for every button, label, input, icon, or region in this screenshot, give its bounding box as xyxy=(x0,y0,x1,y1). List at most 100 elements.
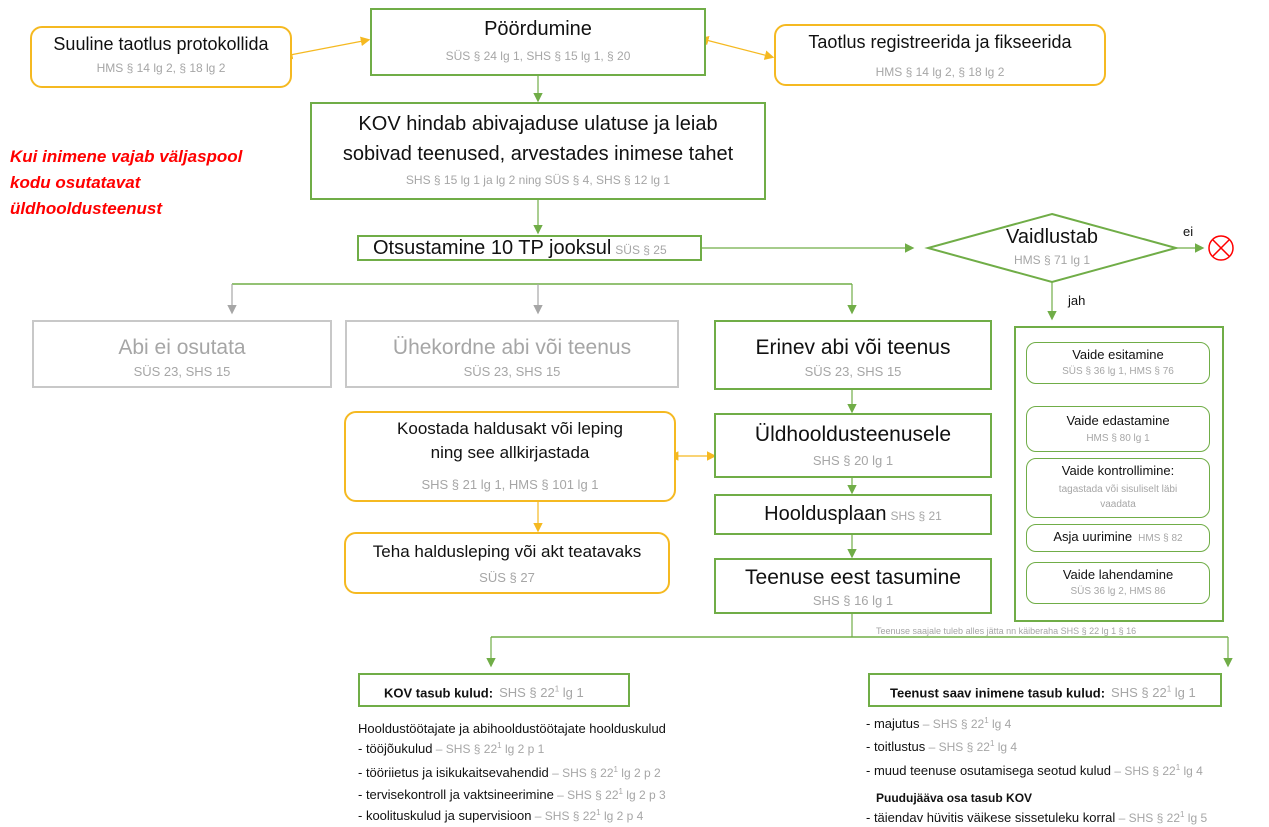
outcome-no-help-box: Abi ei osutata SÜS 23, SHS 15 xyxy=(32,320,332,388)
kov-cost-item: - tööriietus ja isikukaitsevahendid – SH… xyxy=(358,765,661,780)
person-cost-item: - muud teenuse osutamisega seotud kulud … xyxy=(866,763,1203,778)
kov-cost-ref-sup: 1 xyxy=(613,765,618,774)
oral-application-box: Suuline taotlus protokollida HMS § 14 lg… xyxy=(30,26,292,88)
person-cost-ref-tail: lg 4 xyxy=(1180,764,1203,778)
general-care-box: Üldhooldusteenusele SHS § 20 lg 1 xyxy=(714,413,992,478)
decision-title: Otsustamine 10 TP jooksul xyxy=(373,237,612,259)
admin-act-line2: ning see allkirjastada xyxy=(430,443,590,462)
kov-cost-ref: – SHS § 22 xyxy=(531,809,597,823)
person-cost-ref: – SHS § 22 xyxy=(919,717,985,731)
person-cost-text: - täiendav hüvitis väikese sissetuleku k… xyxy=(866,810,1116,825)
appeal-step-title: Vaide lahendamine xyxy=(1062,567,1174,582)
appeal-step-ref: HMS § 80 lg 1 xyxy=(1086,433,1150,444)
care-plan-title: Hooldusplaan xyxy=(764,503,887,525)
person-cost-text: - majutus xyxy=(866,716,920,731)
kov-cost-item: - tööjõukulud – SHS § 221 lg 2 p 1 xyxy=(358,741,544,756)
person-cost-ref: – SHS § 22 xyxy=(925,740,990,754)
person-costs-ref: SHS § 22 xyxy=(1111,685,1167,701)
appeal-step-ref: HMS § 82 xyxy=(1138,533,1183,544)
dispute-no-label: ei xyxy=(1183,224,1194,239)
person-cost-ref-sup: 1 xyxy=(1175,763,1181,772)
decision-ref: SÜS § 25 xyxy=(615,243,667,257)
payment-title: Teenuse eest tasumine xyxy=(745,566,961,589)
kov-cost-item: - koolituskulud ja supervisioon – SHS § … xyxy=(358,808,643,823)
appeal-step-resolve: Vaide lahendamine SÜS 36 lg 2, HMS 86 xyxy=(1026,562,1210,604)
kov-costs-box: KOV tasub kulud:SHS § 221 lg 1 xyxy=(358,673,630,707)
person-cost-ref: – SHS § 22 xyxy=(1115,811,1180,825)
outcome-one-time-box: Ühekordne abi või teenus SÜS 23, SHS 15 xyxy=(345,320,679,388)
care-plan-ref: SHS § 21 xyxy=(890,509,942,523)
appeal-step-title: Vaide esitamine xyxy=(1072,347,1164,362)
person-cost-ref: – SHS § 22 xyxy=(1111,764,1176,778)
person-cost-ref-tail: lg 4 xyxy=(988,717,1012,731)
care-note-line1: Kui inimene vajab väljaspool xyxy=(10,147,243,166)
kov-cost-text: - tööjõukulud xyxy=(358,741,433,756)
kov-costs-heading: Hooldustöötajate ja abihooldustöötajate … xyxy=(358,721,666,736)
kov-assessment-ref: SHS § 15 lg 1 ja lg 2 ning SÜS § 4, SHS … xyxy=(405,173,671,187)
appeal-step-ref: SÜS 36 lg 2, HMS 86 xyxy=(1070,586,1166,597)
person-cost-ref-sup: 1 xyxy=(1180,810,1185,819)
kov-cost-ref-tail: lg 2 p 2 xyxy=(617,766,661,780)
person-cost-ref-tail: lg 5 xyxy=(1184,811,1208,825)
arrow-left-to-center xyxy=(282,36,371,60)
appeal-step-title: Asja uurimine xyxy=(1053,529,1133,544)
outcome-no-help-title: Abi ei osutata xyxy=(118,336,246,359)
outcome-one-time-ref: SÜS 23, SHS 15 xyxy=(463,364,561,379)
admin-act-ref: SHS § 21 lg 1, HMS § 101 lg 1 xyxy=(421,477,599,492)
payment-box: Teenuse eest tasumine SHS § 16 lg 1 xyxy=(714,558,992,614)
kov-cost-ref-tail: lg 2 p 3 xyxy=(622,788,666,802)
kov-cost-ref-sup: 1 xyxy=(596,808,601,817)
kov-assessment-line2: sobivad teenused, arvestades inimese tah… xyxy=(342,143,734,165)
person-costs-ref-sup: 1 xyxy=(1166,685,1172,694)
kov-costs-ref: SHS § 22 xyxy=(499,685,555,701)
kov-cost-ref-sup: 1 xyxy=(618,787,623,796)
care-note-line2: kodu osutatavat xyxy=(10,173,141,192)
dispute-label: Vaidlustab HMS § 71 lg 1 xyxy=(982,226,1122,267)
dispute-ref: HMS § 71 lg 1 xyxy=(1013,253,1091,267)
person-costs-title: Teenust saav inimene tasub kulud: xyxy=(890,685,1106,701)
kov-assessment-box: KOV hindab abivajaduse ulatuse ja leiab … xyxy=(310,102,766,200)
circle-x-icon xyxy=(1208,235,1234,261)
request-box: Pöördumine SÜS § 24 lg 1, SHS § 15 lg 1,… xyxy=(370,8,706,76)
outcome-no-help-ref: SÜS 23, SHS 15 xyxy=(133,364,231,379)
appeal-step-title: Vaide edastamine xyxy=(1066,413,1170,428)
kov-cost-ref-tail: lg 2 p 1 xyxy=(501,742,545,756)
kov-cost-text: - tööriietus ja isikukaitsevahendid xyxy=(358,765,549,780)
kov-cost-text: - koolituskulud ja supervisioon xyxy=(358,808,532,823)
pocket-money-note: Teenuse saajale tuleb alles jätta nn käi… xyxy=(876,626,1137,636)
person-cost-ref-sup: 1 xyxy=(984,716,989,725)
appeal-step-check: Vaide kontrollimine: tagastada või sisul… xyxy=(1026,458,1210,518)
payment-ref: SHS § 16 lg 1 xyxy=(812,593,894,608)
person-cost-item: - toitlustus – SHS § 221 lg 4 xyxy=(866,739,1017,754)
appeal-step-forward: Vaide edastamine HMS § 80 lg 1 xyxy=(1026,406,1210,452)
person-cost-text: - toitlustus xyxy=(866,739,926,754)
person-cost-ref-sup: 1 xyxy=(989,739,995,748)
outcome-other-ref: SÜS 23, SHS 15 xyxy=(804,364,902,379)
care-note-line3: üldhooldusteenust xyxy=(10,199,163,218)
kov-cost-ref: – SHS § 22 xyxy=(553,788,619,802)
dispute-title: Vaidlustab xyxy=(1006,226,1098,248)
kov-cost-ref-tail: lg 2 p 4 xyxy=(600,809,644,823)
publish-ref: SÜS § 27 xyxy=(479,570,535,585)
kov-cost-text: - tervisekontroll ja vaktsineerimine xyxy=(358,787,554,802)
oral-application-ref: HMS § 14 lg 2, § 18 lg 2 xyxy=(96,61,226,75)
register-application-title: Taotlus registreerida ja fikseerida xyxy=(808,32,1072,52)
care-note: Kui inimene vajab väljaspool kodu osutat… xyxy=(10,144,242,222)
publish-box: Teha haldusleping või akt teatavaks SÜS … xyxy=(344,532,670,594)
person-cost-item: - majutus – SHS § 221 lg 4 xyxy=(866,716,1011,731)
appeal-step-submit: Vaide esitamine SÜS § 36 lg 1, HMS § 76 xyxy=(1026,342,1210,384)
remainder-title: Puudujääva osa tasub KOV xyxy=(876,791,1033,805)
kov-cost-item: - tervisekontroll ja vaktsineerimine – S… xyxy=(358,787,666,802)
outcome-other-box: Erinev abi või teenus SÜS 23, SHS 15 xyxy=(714,320,992,390)
dispute-yes-label: jah xyxy=(1068,293,1086,308)
appeal-step-title: Vaide kontrollimine: xyxy=(1061,463,1175,478)
kov-costs-title: KOV tasub kulud: xyxy=(384,685,494,701)
admin-act-line1: Koostada haldusakt või leping xyxy=(397,419,623,438)
kov-cost-ref: – SHS § 22 xyxy=(432,742,498,756)
kov-assessment-line1: KOV hindab abivajaduse ulatuse ja leiab xyxy=(358,113,718,135)
person-cost-text: - muud teenuse osutamisega seotud kulud xyxy=(866,763,1111,778)
appeal-step-ref: tagastada või sisuliselt läbi vaadata xyxy=(1058,484,1178,510)
kov-costs-ref-tail: lg 1 xyxy=(559,685,584,701)
